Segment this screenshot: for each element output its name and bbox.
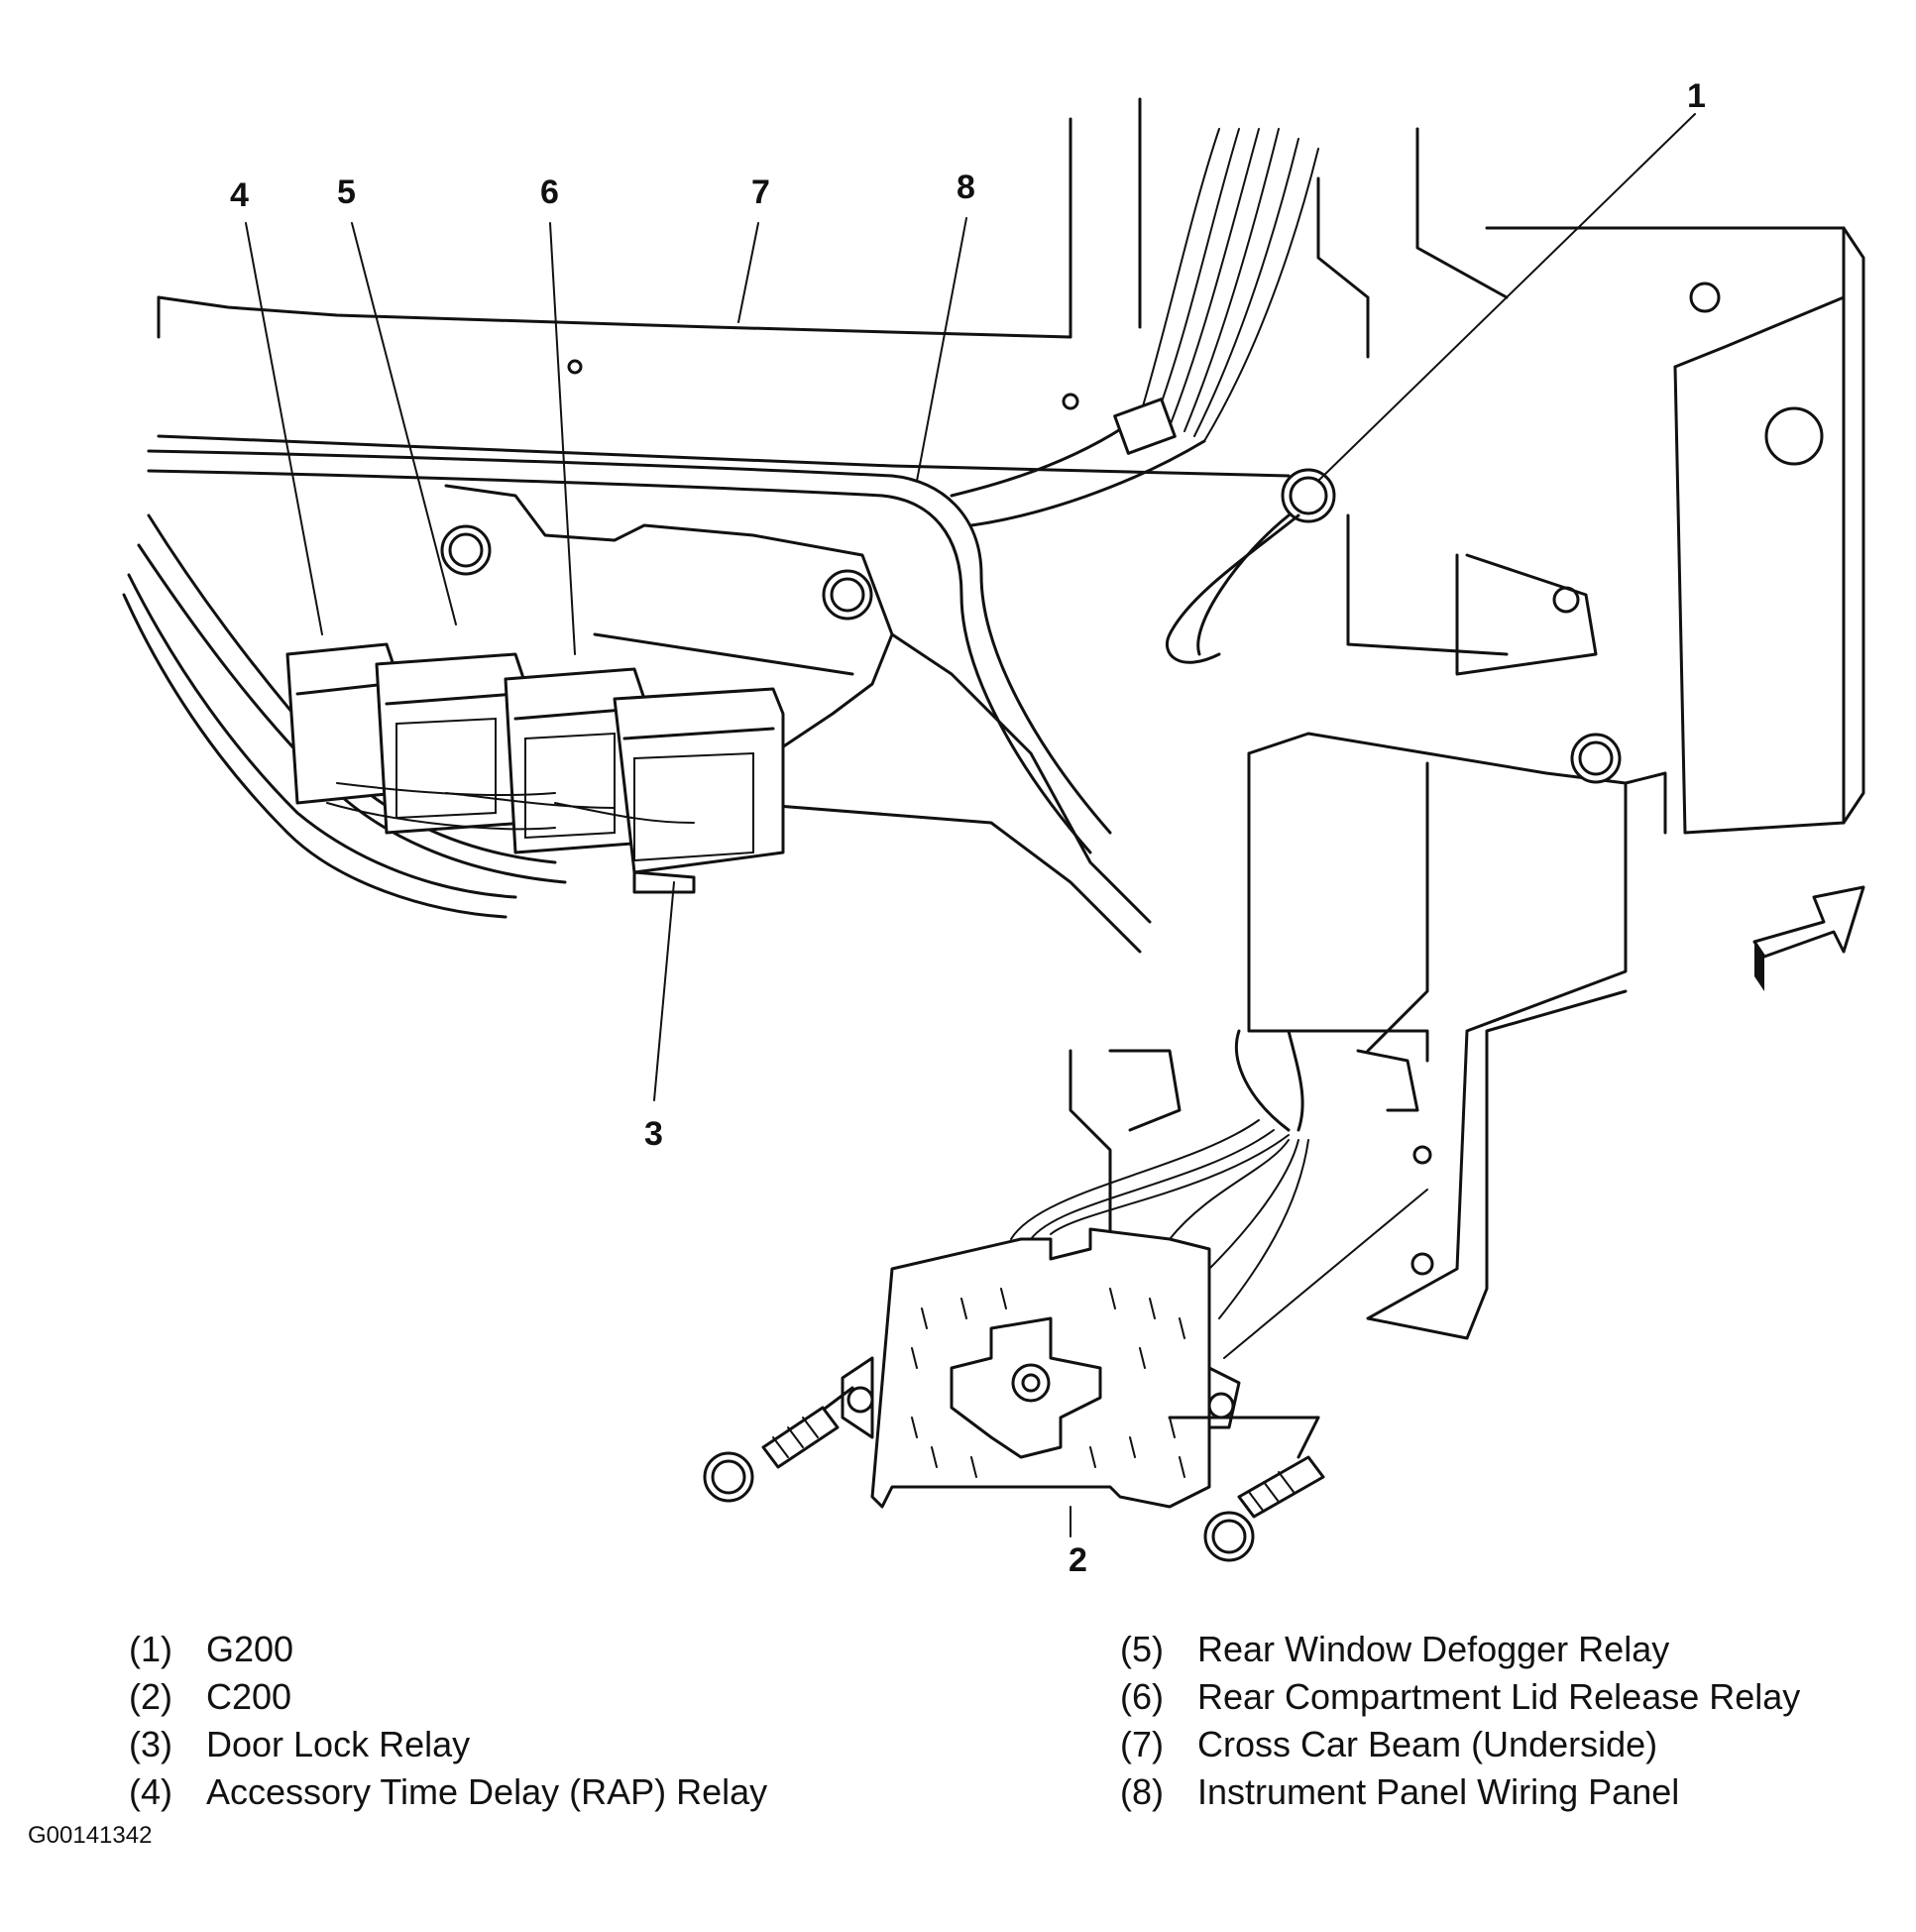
direction-arrow-icon (1752, 885, 1865, 959)
legend-item-1: (1) G200 (129, 1626, 767, 1673)
relay-bracket-bolts (440, 524, 873, 621)
legend-number: (8) (1120, 1771, 1164, 1812)
legend-right-column: (5) Rear Window Defogger Relay (6) Rear … (1120, 1626, 1800, 1816)
legend-label: Rear Compartment Lid Release Relay (1197, 1676, 1801, 1717)
callout-6: 6 (540, 173, 559, 211)
legend-label: Rear Window Defogger Relay (1197, 1629, 1670, 1669)
legend-left-column: (1) G200 (2) C200 (3) Door Lock Relay (4… (129, 1626, 767, 1816)
legend-item-4: (4) Accessory Time Delay (RAP) Relay (129, 1768, 767, 1816)
legend-item-2: (2) C200 (129, 1673, 767, 1721)
wiring-diagram: 1 2 3 4 5 6 7 8 (122, 77, 1865, 1579)
upper-wiring-harness (950, 128, 1319, 527)
callout-3: 3 (644, 1115, 663, 1153)
legend-item-6: (6) Rear Compartment Lid Release Relay (1120, 1673, 1800, 1721)
callout-1: 1 (1687, 77, 1706, 115)
g200-ground-bolt (1166, 468, 1622, 784)
direction-arrow-shadow (1754, 942, 1764, 991)
callout-2: 2 (1069, 1541, 1087, 1579)
legend-label: Door Lock Relay (206, 1724, 471, 1764)
callout-8: 8 (957, 169, 975, 206)
c200-connector (841, 1227, 1241, 1509)
relay-wires (326, 782, 695, 831)
legend-number: (6) (1120, 1676, 1164, 1717)
mounting-screw-left (703, 1386, 854, 1503)
relay-5 (375, 652, 527, 835)
leader-lines (245, 113, 1696, 1537)
legend-label: Cross Car Beam (Underside) (1197, 1724, 1658, 1764)
figure-id: G00141342 (28, 1822, 153, 1849)
callout-7: 7 (751, 173, 770, 211)
mounting-screw-right (1168, 1416, 1325, 1562)
legend-number: (2) (129, 1676, 172, 1717)
legend-item-5: (5) Rear Window Defogger Relay (1120, 1626, 1800, 1673)
legend-item-7: (7) Cross Car Beam (Underside) (1120, 1721, 1800, 1768)
legend-label: Instrument Panel Wiring Panel (1197, 1771, 1680, 1812)
legend-number: (1) (129, 1629, 172, 1669)
legend-number: (3) (129, 1724, 172, 1764)
legend-label: C200 (206, 1676, 292, 1717)
legend-label: G200 (206, 1629, 294, 1669)
wiring-panel-bracket (444, 484, 1152, 954)
legend-item-8: (8) Instrument Panel Wiring Panel (1120, 1768, 1800, 1816)
cross-car-beam (157, 97, 1291, 478)
legend-number: (4) (129, 1771, 172, 1812)
legend-number: (7) (1120, 1724, 1164, 1764)
callout-4: 4 (230, 176, 249, 214)
legend-label: Accessory Time Delay (RAP) Relay (206, 1771, 768, 1812)
relay-3-door-lock (613, 687, 785, 894)
callout-5: 5 (337, 173, 356, 211)
legend-number: (5) (1120, 1629, 1164, 1669)
legend-item-3: (3) Door Lock Relay (129, 1721, 767, 1768)
mounting-bracket (1069, 127, 1865, 1340)
c200-harness (1010, 1029, 1309, 1319)
